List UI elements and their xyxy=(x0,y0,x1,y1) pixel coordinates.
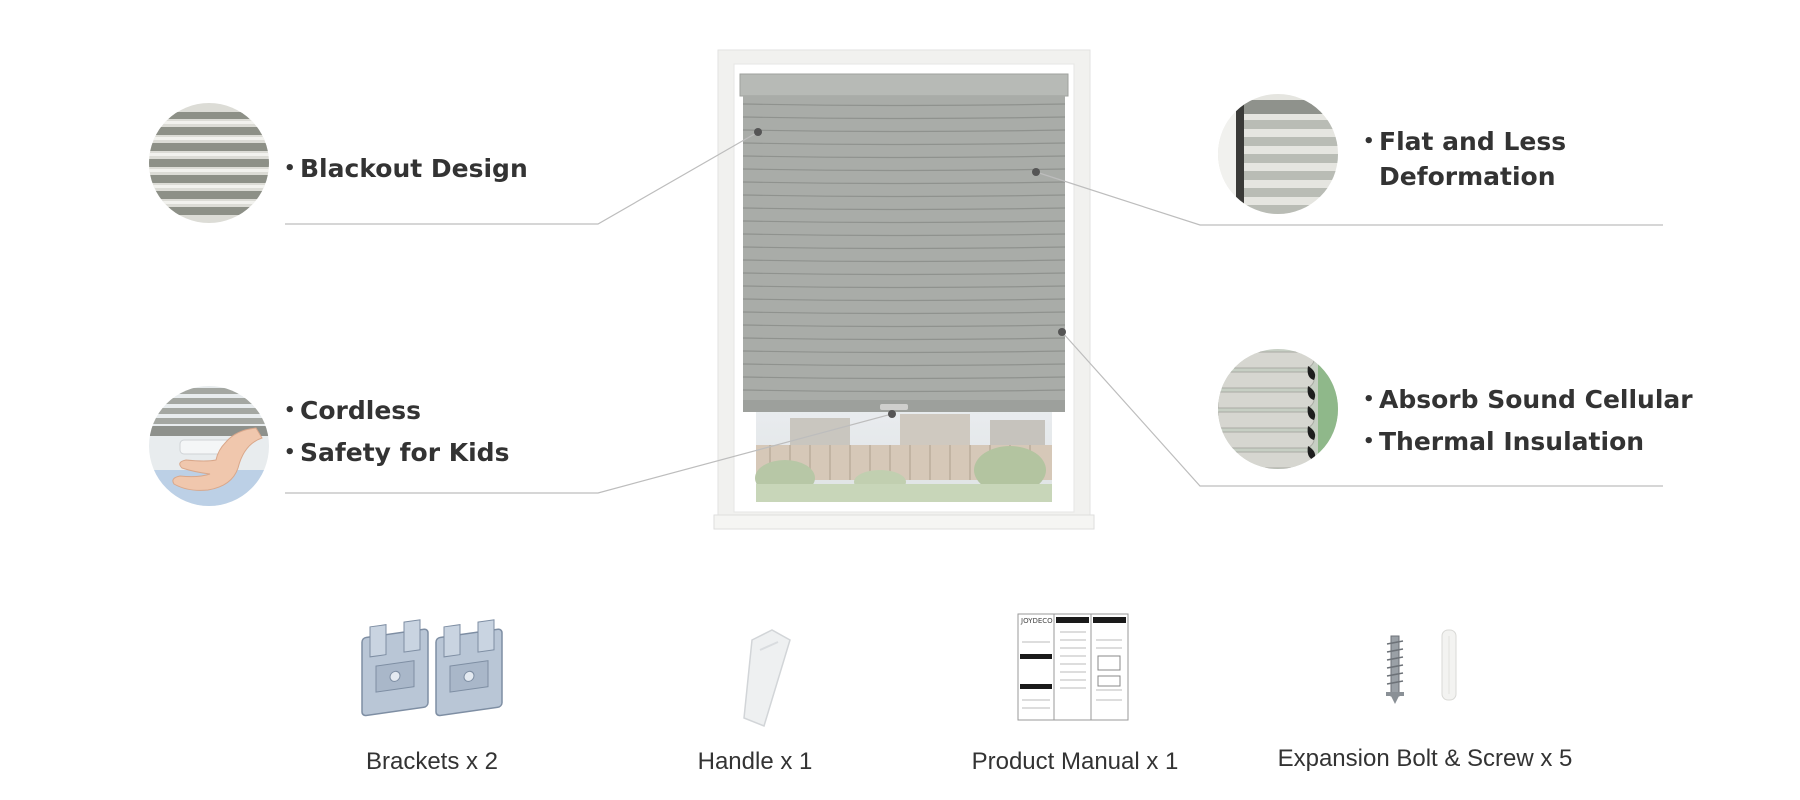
callout-lines xyxy=(285,131,1663,494)
shade-pleat xyxy=(742,337,1066,341)
shade-pleat xyxy=(742,311,1066,315)
shade-pleat xyxy=(742,233,1066,237)
feature-flat-line1: Flat and Less xyxy=(1379,127,1567,156)
handle-image xyxy=(743,629,791,728)
shade-pleat xyxy=(742,103,1066,107)
shade-pleat xyxy=(742,376,1066,380)
manual-image: JOYDECO xyxy=(1017,613,1129,721)
brackets-image xyxy=(361,619,503,717)
shade-pleat xyxy=(742,298,1066,302)
shade-pleat xyxy=(742,207,1066,211)
handle-label: Handle x 1 xyxy=(697,748,813,775)
shade-pleat xyxy=(742,259,1066,263)
cellular-detail-image xyxy=(1218,349,1338,469)
shade-pleat xyxy=(742,272,1066,276)
feature-blackout: •Blackout Design xyxy=(284,152,528,186)
bullet: • xyxy=(284,400,296,421)
shade-pleat xyxy=(742,350,1066,354)
shade-pleat xyxy=(742,220,1066,224)
feature-cordless: •Cordless •Safety for Kids xyxy=(284,394,509,470)
feature-thermal-label: Thermal Insulation xyxy=(1379,427,1645,456)
feature-flat: •Flat and Less Deformation xyxy=(1363,125,1566,194)
flat-detail-image xyxy=(1218,94,1338,214)
bolt-screw-image xyxy=(1386,629,1457,704)
bullet: • xyxy=(1363,131,1375,152)
brackets-label: Brackets x 2 xyxy=(365,748,499,775)
bullet: • xyxy=(284,442,296,463)
bolt-screw-label: Expansion Bolt & Screw x 5 xyxy=(1277,745,1573,772)
feature-sound-label: Absorb Sound Cellular xyxy=(1379,385,1693,414)
bullet: • xyxy=(284,158,296,179)
manual-label: Product Manual x 1 xyxy=(971,748,1179,775)
bullet: • xyxy=(1363,389,1375,410)
shade-pleat xyxy=(742,181,1066,185)
feature-sound: •Absorb Sound Cellular •Thermal Insulati… xyxy=(1363,383,1693,459)
shade-pleat xyxy=(742,116,1066,120)
feature-cordless-label: Cordless xyxy=(300,396,422,425)
shade-pleat xyxy=(742,285,1066,289)
bullet: • xyxy=(1363,431,1375,452)
shade-pleat xyxy=(742,155,1066,159)
callout-dots xyxy=(754,128,1066,418)
cordless-detail-image xyxy=(149,386,269,506)
shade-pleat xyxy=(742,246,1066,250)
shade-pleat xyxy=(742,129,1066,133)
cellular-shade xyxy=(739,73,1069,412)
shade-pleat xyxy=(742,142,1066,146)
feature-blackout-label: Blackout Design xyxy=(300,154,528,183)
shade-pleat xyxy=(742,389,1066,393)
feature-flat-line2: Deformation xyxy=(1379,162,1556,191)
manual-brand: JOYDECO xyxy=(1020,617,1053,625)
blackout-detail-image xyxy=(149,103,269,223)
shade-pleat xyxy=(742,363,1066,367)
backyard-view xyxy=(755,408,1052,502)
shade-pleat xyxy=(742,324,1066,328)
feature-safety-label: Safety for Kids xyxy=(300,438,510,467)
shade-pleat xyxy=(742,194,1066,198)
shade-pleat xyxy=(742,168,1066,172)
